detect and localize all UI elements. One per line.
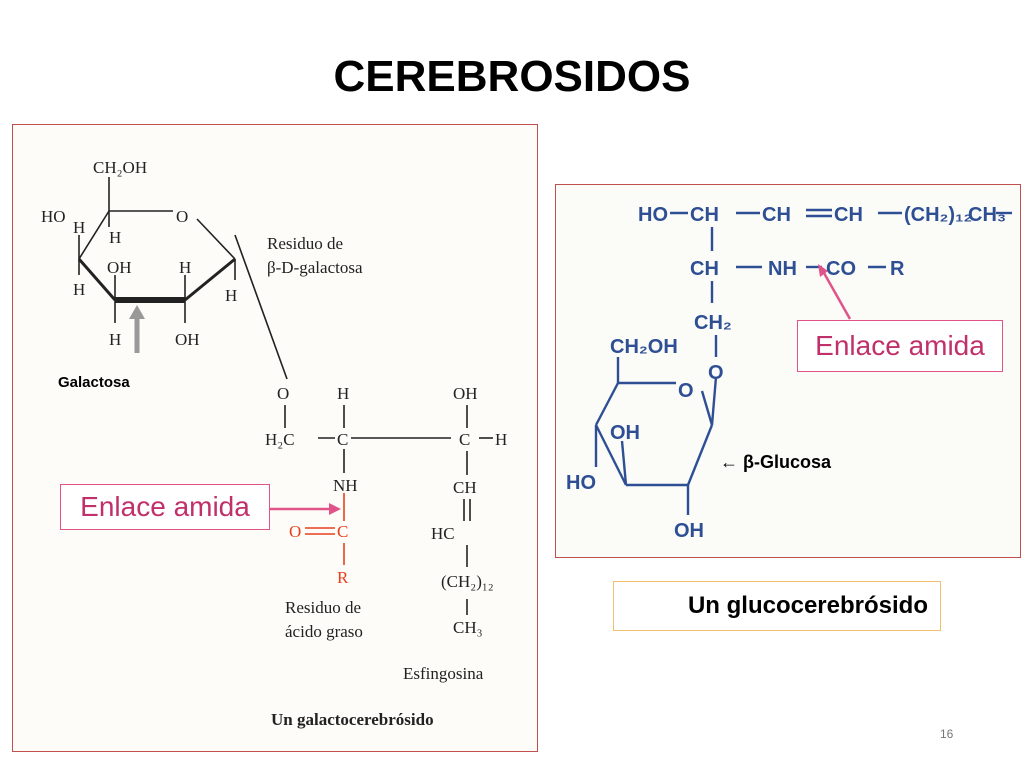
residue-galactose-line1: Residuo de (267, 234, 343, 253)
fatty-c: C (337, 522, 348, 541)
backbone-c-left: C (337, 430, 348, 449)
chain-co: CO (826, 258, 856, 280)
amide-bond-label-left: Enlace amida (60, 484, 270, 530)
slide-title: CEREBROSIDOS (333, 52, 691, 101)
chain-ch-2: CH (762, 204, 791, 226)
backbone-ch: CH (453, 478, 477, 497)
fatty-o: O (289, 522, 301, 541)
backbone-h2c: H₂C (265, 430, 295, 449)
galactocerebroside-structure: CH₂OH HO O H OH H H H H OH H Residuo de … (41, 158, 507, 729)
ring-h-c2: H (179, 258, 191, 277)
galactosa-label: Galactosa (58, 374, 130, 391)
residue-fatty-line1: Residuo de (285, 598, 361, 617)
ring-oh-c3: OH (107, 258, 132, 277)
esfingosina-label: Esfingosina (403, 664, 484, 683)
chain-ch-1: CH (690, 204, 719, 226)
ring-h-bottom: H (109, 330, 121, 349)
ring-oh-bottom: OH (175, 330, 200, 349)
ring-oxygen: O (176, 207, 188, 226)
chain-ch2-link: CH₂ (694, 312, 732, 334)
backbone-nh: NH (333, 476, 358, 495)
chain-ch3-end: CH₃ (968, 204, 1006, 226)
backbone-h-top: H (337, 384, 349, 403)
glucocerebroside-caption: Un glucocerebrósido (613, 581, 941, 631)
chain-o-link: O (708, 362, 724, 384)
backbone-ch2-12: (CH₂)₁₂ (441, 572, 494, 591)
fatty-r: R (337, 568, 349, 587)
glucose-oh-bottom: OH (674, 520, 704, 542)
glucose-ho-left: HO (566, 472, 596, 494)
backbone-ch3: CH₃ (453, 618, 483, 637)
ring-h-c5: H (73, 218, 85, 237)
galactocerebroside-caption: Un galactocerebrósido (271, 710, 434, 729)
glucose-oh-inner: OH (610, 422, 640, 444)
ring-ho: HO (41, 207, 66, 226)
ring-h-c4: H (109, 228, 121, 247)
page-number: 16 (940, 727, 954, 741)
residue-galactose-line2: β-D-galactosa (267, 258, 363, 277)
glucose-ring-oxygen: O (678, 380, 694, 402)
backbone-h-right: H (495, 430, 507, 449)
backbone-oh-top: OH (453, 384, 478, 403)
backbone-o: O (277, 384, 289, 403)
chain-ch2-12: (CH₂)₁₂ (904, 204, 972, 226)
backbone-hc: HC (431, 524, 455, 543)
chain-ho: HO (638, 204, 668, 226)
ring-h-bottom-left: H (73, 280, 85, 299)
glucocerebroside-structure: HO CH CH CH (CH₂)₁₂ CH₃ CH NH CO R CH₂ O… (566, 204, 1012, 542)
beta-glucosa-label: ← β-Glucosa (720, 452, 832, 472)
backbone-c-right: C (459, 430, 470, 449)
chain-ch-mid: CH (690, 258, 719, 280)
residue-fatty-line2: ácido graso (285, 622, 363, 641)
chain-ch-3: CH (834, 204, 863, 226)
glucose-ch2oh: CH₂OH (610, 336, 678, 358)
ring-h-c1: H (225, 286, 237, 305)
chain-r: R (890, 258, 905, 280)
chain-nh: NH (768, 258, 797, 280)
ring-ch2oh: CH₂OH (93, 158, 147, 177)
amide-bond-label-right: Enlace amida (797, 320, 1003, 372)
galactocerebroside-figure: CH₂OH HO O H OH H H H H OH H Residuo de … (12, 124, 538, 752)
